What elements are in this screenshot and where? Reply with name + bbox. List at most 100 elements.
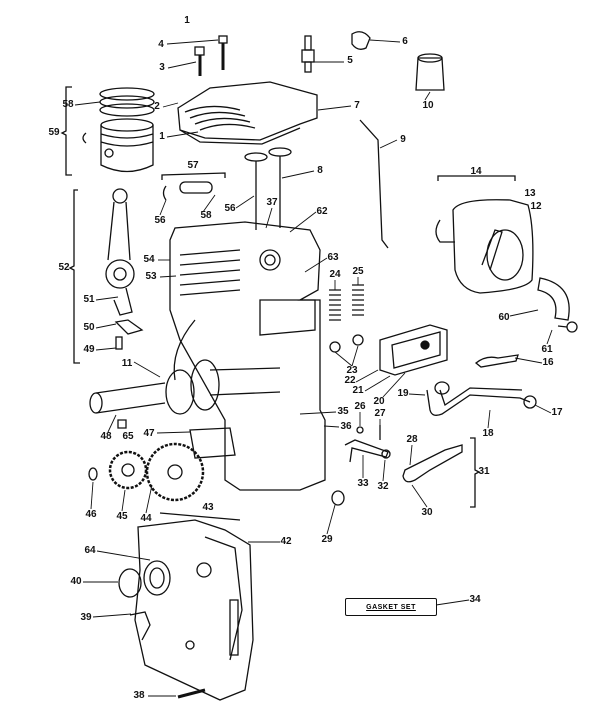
part-label-19: 19 [397, 388, 409, 399]
rod-bolt-49 [115, 336, 123, 350]
nut-32 [381, 449, 391, 459]
cam-gear-44 [145, 442, 205, 502]
part-label-5: 5 [347, 55, 353, 66]
exhaust-pipe [426, 381, 537, 416]
piston [82, 118, 154, 173]
part-label-46: 46 [85, 509, 97, 520]
part-label-10: 10 [422, 100, 434, 111]
part-label-61: 61 [541, 344, 553, 355]
gear-45 [108, 450, 148, 490]
pin-retainer [162, 185, 167, 201]
connecting-rod [105, 188, 135, 316]
part-label-16: 16 [542, 357, 554, 368]
part-label-18: 18 [482, 428, 494, 439]
part-label-43: 43 [202, 502, 214, 513]
part-label-29: 29 [321, 534, 333, 545]
bracket-57 [161, 172, 226, 180]
part-label-11: 11 [121, 358, 133, 369]
part-label-12: 12 [530, 201, 542, 212]
part-label-13: 13 [524, 188, 536, 199]
part-label-57: 57 [187, 160, 199, 171]
piston-rings [99, 87, 155, 117]
part-label-32: 32 [377, 481, 389, 492]
part-label-7: 7 [354, 100, 360, 111]
part-label-1: 1 [159, 131, 165, 142]
valves [244, 147, 292, 230]
part-label-4: 4 [158, 39, 164, 50]
part-label-6: 6 [402, 36, 408, 47]
breather-assembly [379, 324, 448, 376]
part-10-cap [415, 53, 445, 91]
bracket-43 [159, 512, 241, 521]
head-bolt-3 [194, 46, 205, 76]
part-label-3: 3 [159, 62, 165, 73]
spark-plug [301, 35, 315, 73]
tappet-47 [189, 427, 236, 459]
bracket-59 [60, 86, 72, 176]
part-label-38: 38 [133, 690, 145, 701]
part-label-50: 50 [83, 322, 95, 333]
rotating-screen [537, 277, 570, 321]
governor-lever-33 [344, 439, 389, 463]
gasket-set-box: GASKET SET [345, 598, 437, 616]
governor-link [359, 119, 389, 249]
part-label-20: 20 [373, 396, 385, 407]
part-label-48: 48 [100, 431, 112, 442]
part-label-52: 52 [58, 262, 70, 273]
part-16-clip [474, 354, 519, 368]
part-label-24: 24 [329, 269, 341, 280]
part-65 [117, 419, 127, 429]
part-label-49: 49 [83, 344, 95, 355]
part-label-44: 44 [140, 513, 152, 524]
thrust-washer-46 [88, 467, 98, 481]
cylinder-head [177, 81, 318, 145]
part-label-65: 65 [122, 431, 134, 442]
leader-lines [74, 39, 553, 697]
part-label-31: 31 [478, 466, 490, 477]
spark-plug-cap [351, 31, 371, 50]
part-label-9: 9 [400, 134, 406, 145]
oil-dipper-50 [114, 319, 144, 335]
part-label-58: 58 [200, 210, 212, 221]
crankshaft [89, 359, 281, 415]
part-label-23: 23 [346, 365, 358, 376]
part-label-37: 37 [266, 197, 278, 208]
part-label-17: 17 [551, 407, 563, 418]
part-label-27: 27 [374, 408, 386, 419]
part-label-56: 56 [224, 203, 236, 214]
governor-control-31 [402, 444, 463, 483]
cylinder-block [169, 221, 326, 491]
cover-bolt-38 [177, 688, 206, 699]
part-label-26: 26 [354, 401, 366, 412]
part-label-45: 45 [116, 511, 128, 522]
part-26 [356, 426, 364, 434]
part-label-28: 28 [406, 434, 418, 445]
part-label-21: 21 [352, 385, 364, 396]
part-label-60: 60 [498, 312, 510, 323]
drain-plug-29 [331, 490, 345, 506]
part-label-58: 58 [62, 99, 74, 110]
part-label-25: 25 [352, 266, 364, 277]
part-label-39: 39 [80, 612, 92, 623]
bracket-52 [68, 189, 80, 364]
part-label-62: 62 [316, 206, 328, 217]
wrist-pin [179, 181, 213, 194]
part-label-34: 34 [469, 594, 481, 605]
part-label-64: 64 [84, 545, 96, 556]
screw-61 [557, 321, 578, 333]
part-label-56: 56 [154, 215, 166, 226]
part-label-14: 14 [470, 166, 482, 177]
blower-housing [435, 199, 534, 294]
part-label-2: 2 [154, 101, 160, 112]
part-label-1: 1 [184, 15, 190, 26]
part-label-51: 51 [83, 294, 95, 305]
bracket-31 [470, 437, 481, 508]
part-label-42: 42 [280, 536, 292, 547]
part-label-30: 30 [421, 507, 433, 518]
part-label-63: 63 [327, 252, 339, 263]
part-label-33: 33 [357, 478, 369, 489]
part-label-35: 35 [337, 406, 349, 417]
valve-springs [329, 284, 364, 353]
part-label-54: 54 [143, 254, 155, 265]
